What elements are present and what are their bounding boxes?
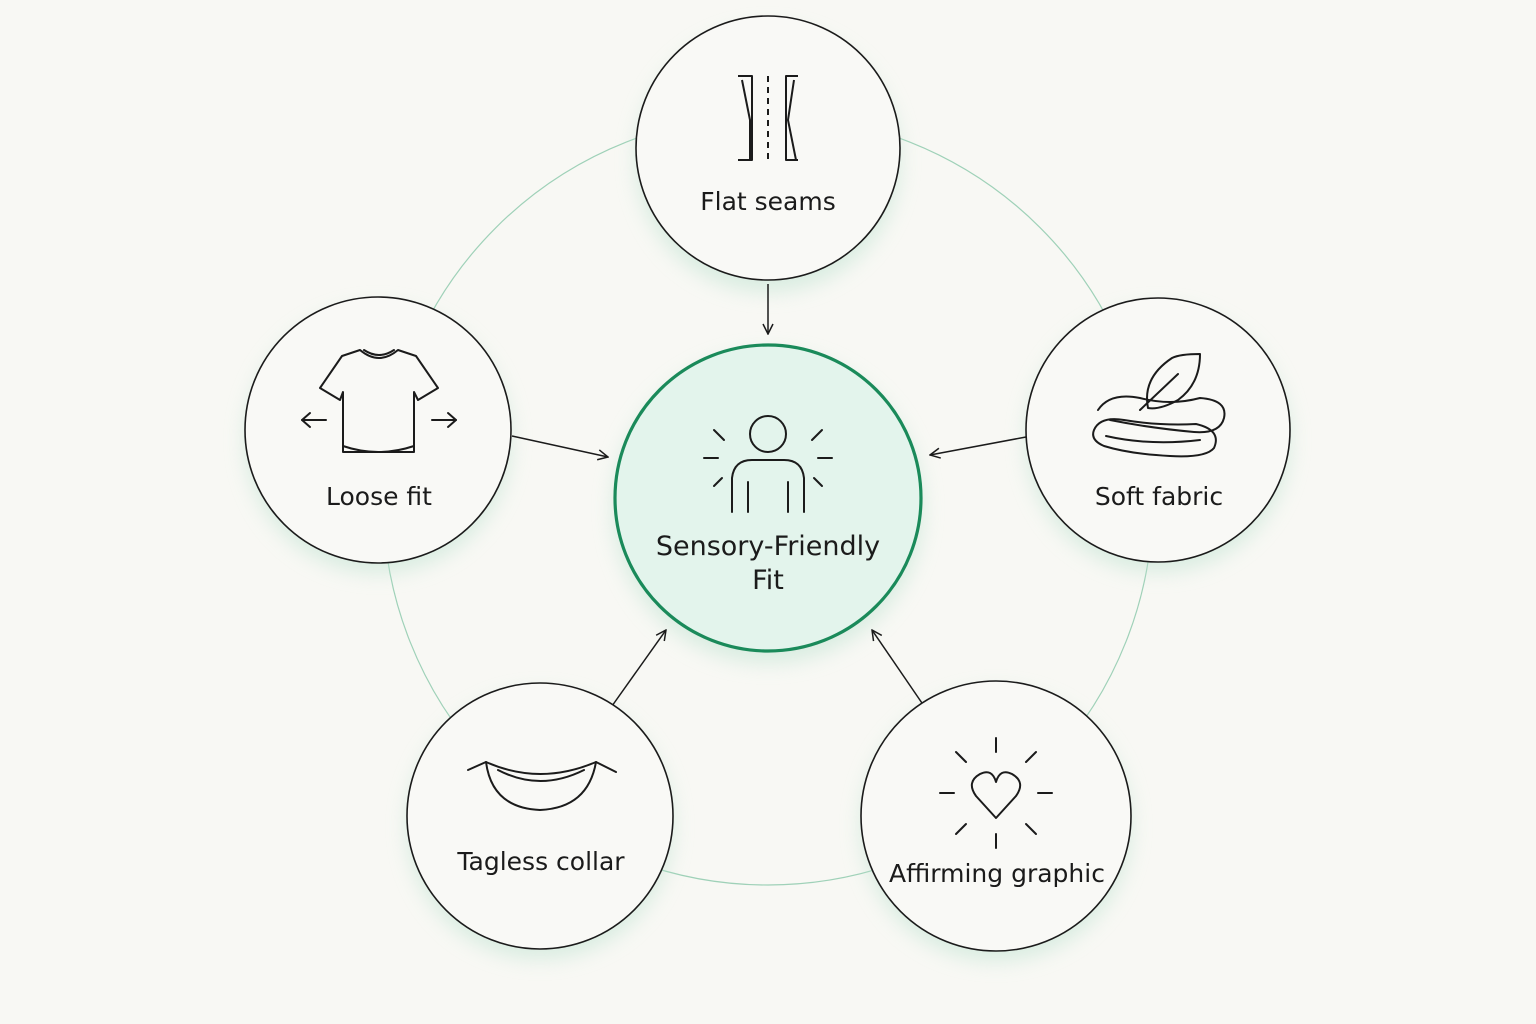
center-label-line-2: Fit (752, 565, 784, 596)
node-label-affirming-graphic: Affirming graphic (889, 859, 1105, 888)
node-label-soft-fabric: Soft fabric (1094, 482, 1224, 511)
arrow-tagless-collar (611, 630, 666, 707)
node-label-flat-seams: Flat seams (700, 187, 836, 216)
node-circle-loose-fit (244, 296, 512, 564)
center-label: Sensory-Friendly Fit (618, 530, 918, 598)
arrow-affirming-graphic (872, 630, 925, 707)
node-circle-affirming-graphic (860, 680, 1132, 952)
center-label-line-1: Sensory-Friendly (655, 531, 881, 562)
node-circle-tagless-collar (406, 682, 674, 950)
tshirt-icon (301, 349, 457, 453)
node-label-loose-fit: Loose fit (326, 482, 432, 511)
node-label-tagless-collar: Tagless collar (457, 847, 625, 876)
center-node-circle (613, 343, 923, 653)
arrows (511, 284, 1027, 707)
person-rays-icon (703, 415, 833, 513)
arrow-soft-fabric (930, 436, 1027, 455)
node-circle-soft-fabric (1025, 297, 1291, 563)
collar-icon (467, 761, 617, 811)
heart-rays-icon (939, 737, 1053, 849)
seam-icon (738, 75, 798, 162)
arrow-loose-fit (511, 435, 608, 457)
fabric-leaf-icon (1092, 353, 1226, 458)
